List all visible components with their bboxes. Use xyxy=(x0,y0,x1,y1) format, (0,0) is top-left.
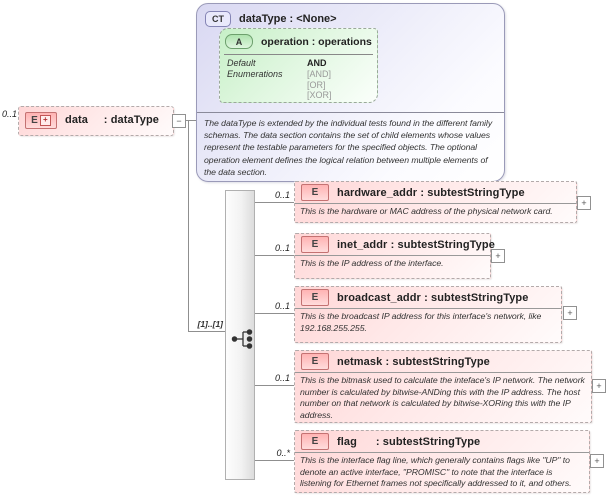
attribute-divider xyxy=(224,54,373,55)
element-data[interactable]: E+ data : dataType xyxy=(18,106,174,136)
annotation-divider xyxy=(197,112,504,113)
expand-toggle-broadcast-addr[interactable]: + xyxy=(563,306,577,320)
cardinality-flag: 0..* xyxy=(276,448,290,458)
element-icon: E xyxy=(301,184,329,201)
connector-data-to-type xyxy=(185,120,196,121)
attribute-icon: A xyxy=(225,34,253,49)
element-annotation: This is the IP address of the interface. xyxy=(300,258,444,268)
collapse-toggle-data[interactable]: − xyxy=(172,114,186,128)
facet-enumeration: [XOR] xyxy=(307,90,332,101)
cardinality-data: 0..1 xyxy=(2,109,18,119)
element-annotation: This is the bitmask used to calculate th… xyxy=(300,375,585,420)
element-netmask[interactable]: E netmask : subtestStringType This is th… xyxy=(294,350,592,423)
has-children-icon: + xyxy=(39,114,51,126)
connector-hardware-addr xyxy=(253,202,294,203)
expand-toggle-netmask[interactable]: + xyxy=(592,379,606,393)
element-flag[interactable]: E flag : subtestStringType This is the i… xyxy=(294,430,590,493)
cardinality-hardware-addr: 0..1 xyxy=(274,190,290,200)
sequence-icon xyxy=(231,329,253,349)
connector-inet-addr xyxy=(253,255,294,256)
element-inet-addr[interactable]: E inet_addr : subtestStringType This is … xyxy=(294,233,495,279)
sequence-cardinality: [1]..[1] xyxy=(197,319,224,329)
facet-enumeration: [OR] xyxy=(307,79,326,90)
attribute-title: operation : operations xyxy=(261,35,372,48)
complextype-datatype[interactable]: CT dataType : <None> A operation : opera… xyxy=(196,3,505,182)
element-icon: E xyxy=(301,433,329,450)
element-hardware-addr[interactable]: E hardware_addr : subtestStringType This… xyxy=(294,181,577,223)
element-annotation: This is the broadcast IP address for thi… xyxy=(300,311,542,333)
attribute-operation[interactable]: A operation : operations Default AND Enu… xyxy=(219,28,378,103)
complextype-title: dataType : <None> xyxy=(239,13,337,25)
connector-netmask xyxy=(253,385,294,386)
element-data-title: data : dataType xyxy=(65,114,159,126)
complextype-annotation: The dataType is extended by the individu… xyxy=(204,118,493,177)
connector-flag xyxy=(253,460,294,461)
connector-broadcast-addr xyxy=(253,313,294,314)
complextype-header: CT dataType : <None> xyxy=(205,11,337,27)
element-icon: E xyxy=(301,353,329,370)
complextype-icon: CT xyxy=(205,11,231,27)
cardinality-broadcast-addr: 0..1 xyxy=(274,301,290,311)
element-icon: E xyxy=(301,289,329,306)
element-broadcast-addr[interactable]: E broadcast_addr : subtestStringType Thi… xyxy=(294,286,562,343)
element-annotation: This is the hardware or MAC address of t… xyxy=(300,206,553,216)
element-annotation: This is the interface flag line, which g… xyxy=(300,455,572,488)
sequence-compositor[interactable] xyxy=(225,190,255,480)
expand-toggle-hardware-addr[interactable]: + xyxy=(577,196,591,210)
element-icon: E xyxy=(301,236,329,253)
attribute-facets: Default AND Enumerations [AND] [OR] [XOR… xyxy=(227,58,375,101)
cardinality-inet-addr: 0..1 xyxy=(274,243,290,253)
connector-vertical xyxy=(188,120,189,332)
element-icon: E+ xyxy=(25,111,57,129)
expand-toggle-flag[interactable]: + xyxy=(590,454,604,468)
facet-enumeration: Enumerations [AND] xyxy=(227,68,332,79)
facet-default: Default AND xyxy=(227,58,327,68)
attribute-header: A operation : operations xyxy=(225,34,372,49)
expand-toggle-inet-addr[interactable]: + xyxy=(491,249,505,263)
cardinality-netmask: 0..1 xyxy=(274,373,290,383)
connector-to-sequence xyxy=(188,331,225,332)
